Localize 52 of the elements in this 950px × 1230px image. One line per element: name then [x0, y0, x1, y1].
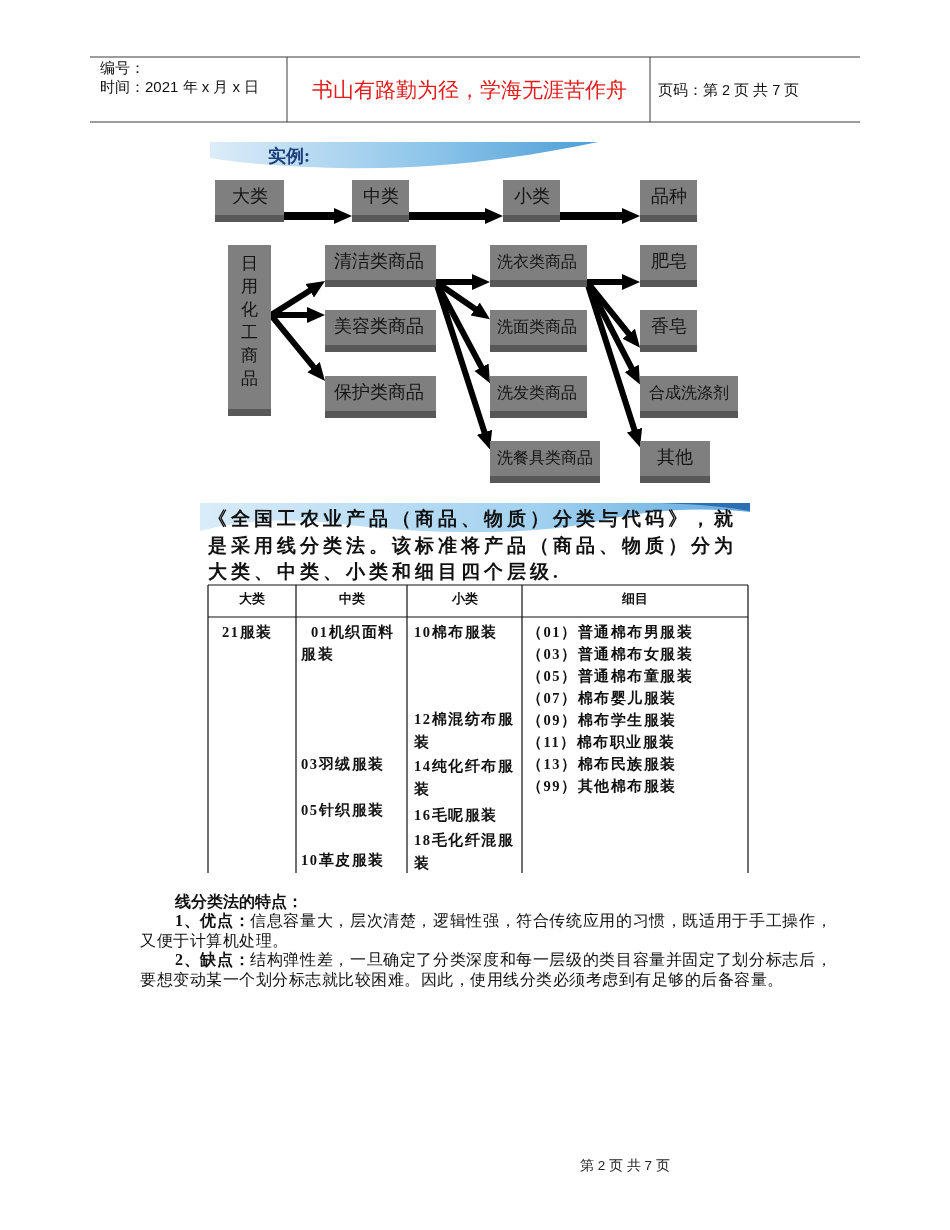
- column-header: 细目: [621, 590, 649, 608]
- category-box: 其他: [640, 441, 710, 483]
- table-entry: （09）棉布学生服装: [527, 711, 678, 730]
- number-label: 编号：: [100, 59, 146, 77]
- date-label: 时间：2021 年 x 月 x 日: [100, 78, 261, 96]
- table-entry: 18毛化纤混服装: [414, 831, 515, 873]
- level-box: 中类: [352, 180, 409, 222]
- level-box: 大类: [215, 180, 284, 222]
- table-entry: 03羽绒服装: [301, 755, 386, 774]
- table-entry: （11）棉布职业服装: [527, 733, 677, 752]
- category-box: 洗发类商品: [490, 376, 587, 418]
- table-entry: （01）普通棉布男服装: [527, 623, 694, 642]
- arrow: [560, 208, 640, 225]
- arrow: [587, 273, 640, 290]
- section-title: 实例:: [268, 145, 310, 167]
- level-box: 品种: [640, 180, 697, 222]
- table-entry: （07）棉布婴儿服装: [527, 689, 678, 708]
- paragraph: 2、缺点：结构弹性差，一旦确定了分类深度和每一层级的类目容量并固定了划分标志后，要想变动某一个划分标志就比较困难。因此，使用线分类必须考虑到有足够的后备容量。: [140, 950, 832, 990]
- table-entry: 10革皮服装: [301, 851, 386, 870]
- table-entry: 14纯化纤布服装: [414, 757, 515, 799]
- paragraph: 1、优点：信息容量大，层次清楚，逻辑性强，符合传统应用的习惯，既适用于手工操作，又便于计算机处理。: [140, 911, 832, 951]
- category-box: 香皂: [640, 310, 697, 352]
- column-header: 中类: [337, 590, 366, 608]
- motto-text: 书山有路勤为径，学海无涯苦作舟: [310, 77, 628, 103]
- page-counter: 页码：第 2 页 共 7 页: [658, 81, 801, 99]
- table-entry: 10棉布服装: [414, 623, 499, 642]
- column-header: 小类: [450, 590, 479, 608]
- category-box: 清洁类商品: [325, 245, 436, 287]
- category-box: 肥皂: [640, 245, 697, 287]
- table-entry: 16毛呢服装: [414, 806, 499, 825]
- category-box: 洗餐具类商品: [490, 441, 600, 483]
- arrow: [284, 208, 352, 225]
- table-entry: （13）棉布民族服装: [527, 755, 678, 774]
- table-entry: 21服装: [222, 623, 274, 642]
- category-box: 保护类商品: [325, 376, 436, 418]
- arrow: [436, 273, 490, 290]
- column-header: 大类: [238, 590, 266, 608]
- arrow: [409, 208, 503, 225]
- table-entry: 01机织面料服装: [301, 623, 396, 664]
- category-box: 美容类商品: [325, 310, 436, 352]
- level-box: 小类: [503, 180, 560, 222]
- table-entry: （03）普通棉布女服装: [527, 645, 694, 664]
- table-entry: 05针织服装: [301, 801, 386, 820]
- table-entry: 12棉混纺布服装: [414, 710, 515, 752]
- table-entry: （99）其他棉布服装: [527, 777, 678, 796]
- category-box: 洗衣类商品: [490, 245, 587, 287]
- page-footer: 第 2 页 共 7 页: [560, 1157, 690, 1175]
- category-box: 日用化工商品: [228, 245, 271, 416]
- category-box: 合成洗涤剂: [640, 376, 738, 418]
- table-entry: （05）普通棉布童服装: [527, 667, 694, 686]
- section-heading: 线分类法的特点：: [175, 892, 304, 912]
- category-box: 洗面类商品: [490, 310, 587, 352]
